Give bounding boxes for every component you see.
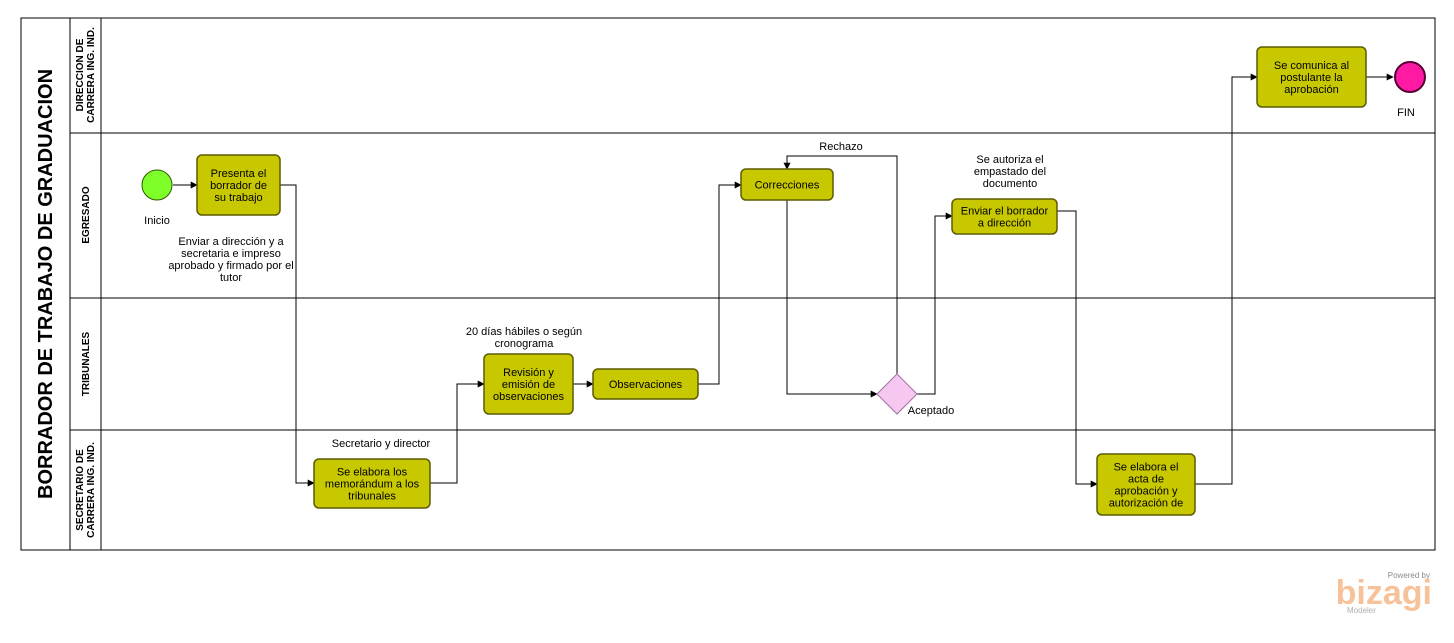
lane-label-direccion: DIRECCION DE CARRERA ING. IND. <box>75 27 97 123</box>
task-label-line: Correcciones <box>755 180 820 192</box>
annotation-line: Se autoriza el <box>976 154 1043 166</box>
lane-label-tribunales: TRIBUNALES <box>81 331 92 396</box>
task-label-line: Revisión y <box>503 367 554 379</box>
pool <box>20 17 1436 551</box>
lane-label-egresado: EGRESADO <box>81 186 92 243</box>
task-observaciones[interactable]: Observaciones <box>592 368 699 400</box>
task-label-line: aprobación y <box>1115 486 1178 498</box>
task-box[interactable] <box>1096 453 1196 516</box>
annotation-line: documento <box>983 178 1037 190</box>
task-label-line: observaciones <box>493 391 564 403</box>
svg-text:CARRERA ING. IND.: CARRERA ING. IND. <box>86 442 97 538</box>
task-label-line: aprobación <box>1284 84 1338 96</box>
task-label-line: autorización de <box>1109 498 1184 510</box>
flow-gateway-enviar <box>917 212 953 395</box>
start-event[interactable] <box>141 169 173 201</box>
task-label-line: acta de <box>1128 474 1164 486</box>
decision-gateway[interactable] <box>876 373 918 415</box>
end-event-label: FIN <box>1397 107 1415 119</box>
flow-correcciones-gateway <box>786 200 878 398</box>
annotation-line: cronograma <box>495 338 555 350</box>
task-box[interactable] <box>313 458 431 509</box>
flow-memorandum-revision <box>430 380 485 484</box>
task-box[interactable] <box>740 168 834 201</box>
annotation-secretario-director: Secretario y director <box>332 438 431 450</box>
task-label-line: postulante la <box>1280 72 1343 84</box>
task-box[interactable] <box>1256 46 1367 108</box>
end-event[interactable] <box>1394 61 1426 93</box>
flow-gateway-rechazo <box>783 155 898 375</box>
pool-title: BORRADOR DE TRABAJO DE GRADUACION <box>35 69 57 499</box>
task-box[interactable] <box>592 368 699 400</box>
bizagi-branding: Powered by bizagi Modeler <box>1336 571 1432 615</box>
annotation-line: 20 días hábiles o según <box>466 326 582 338</box>
flow-observaciones-correcciones <box>698 181 742 385</box>
annotation-line: secretaria e impreso <box>181 248 281 260</box>
flow-presenta-memorandum <box>280 184 315 487</box>
task-label-line: Observaciones <box>609 379 683 391</box>
svg-text:EGRESADO: EGRESADO <box>81 186 92 243</box>
svg-text:CARRERA ING. IND.: CARRERA ING. IND. <box>86 27 97 123</box>
task-box[interactable] <box>483 353 574 415</box>
annotation-rechazo: Rechazo <box>819 141 862 153</box>
flow-enviar-acta <box>1057 210 1098 488</box>
task-label-line: Se elabora el <box>1114 462 1179 474</box>
annotation-line: tutor <box>220 272 242 284</box>
task-label-line: a dirección <box>978 218 1031 230</box>
annotation-line: Aceptado <box>908 405 954 417</box>
svg-text:DIRECCION DE: DIRECCION DE <box>75 38 86 111</box>
task-correcciones[interactable]: Correcciones <box>740 168 834 201</box>
annotation-line: aprobado y firmado por el <box>168 260 293 272</box>
sequence-flows <box>173 73 1394 488</box>
flow-acta-comunica <box>1195 73 1258 485</box>
task-label-line: memorándum a los <box>325 479 420 491</box>
svg-text:Powered by: Powered by <box>1388 571 1430 580</box>
lane-label-secretario: SECRETARIO DE CARRERA ING. IND. <box>75 442 97 538</box>
annotation-line: Secretario y director <box>332 438 431 450</box>
task-label-line: su trabajo <box>214 192 262 204</box>
lane-separators <box>70 132 1435 431</box>
annotation-aceptado: Aceptado <box>908 405 954 417</box>
task-box[interactable] <box>951 198 1058 235</box>
svg-text:Modeler: Modeler <box>1347 606 1376 615</box>
svg-text:SECRETARIO DE: SECRETARIO DE <box>75 449 86 531</box>
task-label-line: emisión de <box>502 379 555 391</box>
annotation-line: Rechazo <box>819 141 862 153</box>
annotation-line: Enviar a dirección y a <box>178 236 284 248</box>
task-label-line: borrador de <box>210 180 267 192</box>
task-label-line: Se comunica al <box>1274 60 1349 72</box>
task-label-line: Enviar el borrador <box>961 206 1049 218</box>
svg-text:TRIBUNALES: TRIBUNALES <box>81 331 92 396</box>
task-box[interactable] <box>196 154 281 216</box>
task-label-line: tribunales <box>348 491 396 503</box>
annotation-line: empastado del <box>974 166 1046 178</box>
bizagi-logo: bizagi <box>1336 574 1432 612</box>
start-event-label: Inicio <box>144 215 170 227</box>
task-label-line: Se elabora los <box>337 467 408 479</box>
task-label-line: Presenta el <box>211 168 267 180</box>
